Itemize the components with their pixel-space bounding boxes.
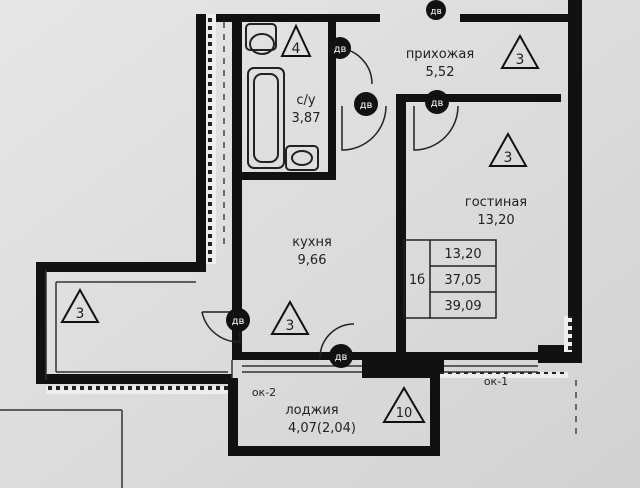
dashed-lines — [223, 22, 577, 440]
kitchen-area: 9,66 — [298, 253, 327, 268]
loggia-area: 4,07(2,04) — [288, 421, 356, 436]
svg-text:дв: дв — [431, 98, 444, 109]
svg-text:дв: дв — [334, 44, 347, 55]
svg-text:дв: дв — [360, 100, 373, 111]
toilet — [245, 23, 277, 55]
marker-hall: 3 — [500, 33, 540, 69]
svg-text:дв: дв — [232, 316, 245, 327]
door-tag: дв — [426, 0, 446, 20]
window-label-1: ок-1 — [484, 375, 508, 388]
table-value: 13,20 — [444, 247, 481, 262]
svg-text:3: 3 — [76, 306, 85, 322]
walls — [36, 0, 582, 456]
svg-text:дв: дв — [335, 352, 348, 363]
hall-area: 5,52 — [426, 65, 455, 80]
windows — [0, 270, 538, 488]
door-tag: дв — [425, 90, 449, 114]
marker-living: 3 — [488, 131, 528, 167]
living-area: 13,20 — [477, 213, 514, 228]
room-labels: прихожая 5,52 с/у 3,87 гостиная 13,20 ку… — [252, 47, 527, 436]
area-summary-table: 1б 13,20 37,05 39,09 — [403, 239, 497, 319]
door-tag: дв — [329, 37, 351, 59]
marker-bathroom: 4 — [280, 23, 312, 57]
door-tag: дв — [354, 92, 378, 116]
marker-kitchen: 3 — [270, 299, 310, 335]
svg-text:3: 3 — [516, 52, 525, 68]
table-row-label: 1б — [409, 273, 425, 288]
bathroom-area: 3,87 — [292, 111, 321, 126]
window-label-2: ок-2 — [252, 386, 276, 399]
table-value: 39,09 — [444, 299, 481, 314]
svg-text:3: 3 — [286, 318, 295, 334]
sink — [285, 145, 319, 171]
room-markers: 4 3 3 3 3 10 — [60, 23, 540, 423]
living-name: гостиная — [465, 195, 527, 210]
marker-left-room: 3 — [60, 287, 100, 323]
loggia-name: лоджия — [285, 403, 338, 418]
svg-text:10: 10 — [396, 406, 413, 421]
table-value: 37,05 — [444, 273, 481, 288]
svg-text:4: 4 — [292, 41, 301, 57]
door-tags: дв дв дв дв дв дв — [226, 0, 449, 368]
door-tag: дв — [329, 344, 353, 368]
svg-text:3: 3 — [504, 150, 513, 166]
svg-text:дв: дв — [430, 7, 442, 17]
hall-name: прихожая — [406, 47, 474, 62]
bathtub — [247, 67, 285, 169]
door-tag: дв — [226, 308, 250, 332]
bathroom-name: с/у — [296, 93, 316, 108]
marker-loggia: 10 — [382, 386, 426, 423]
hatched-walls — [46, 14, 572, 394]
kitchen-name: кухня — [292, 235, 332, 250]
